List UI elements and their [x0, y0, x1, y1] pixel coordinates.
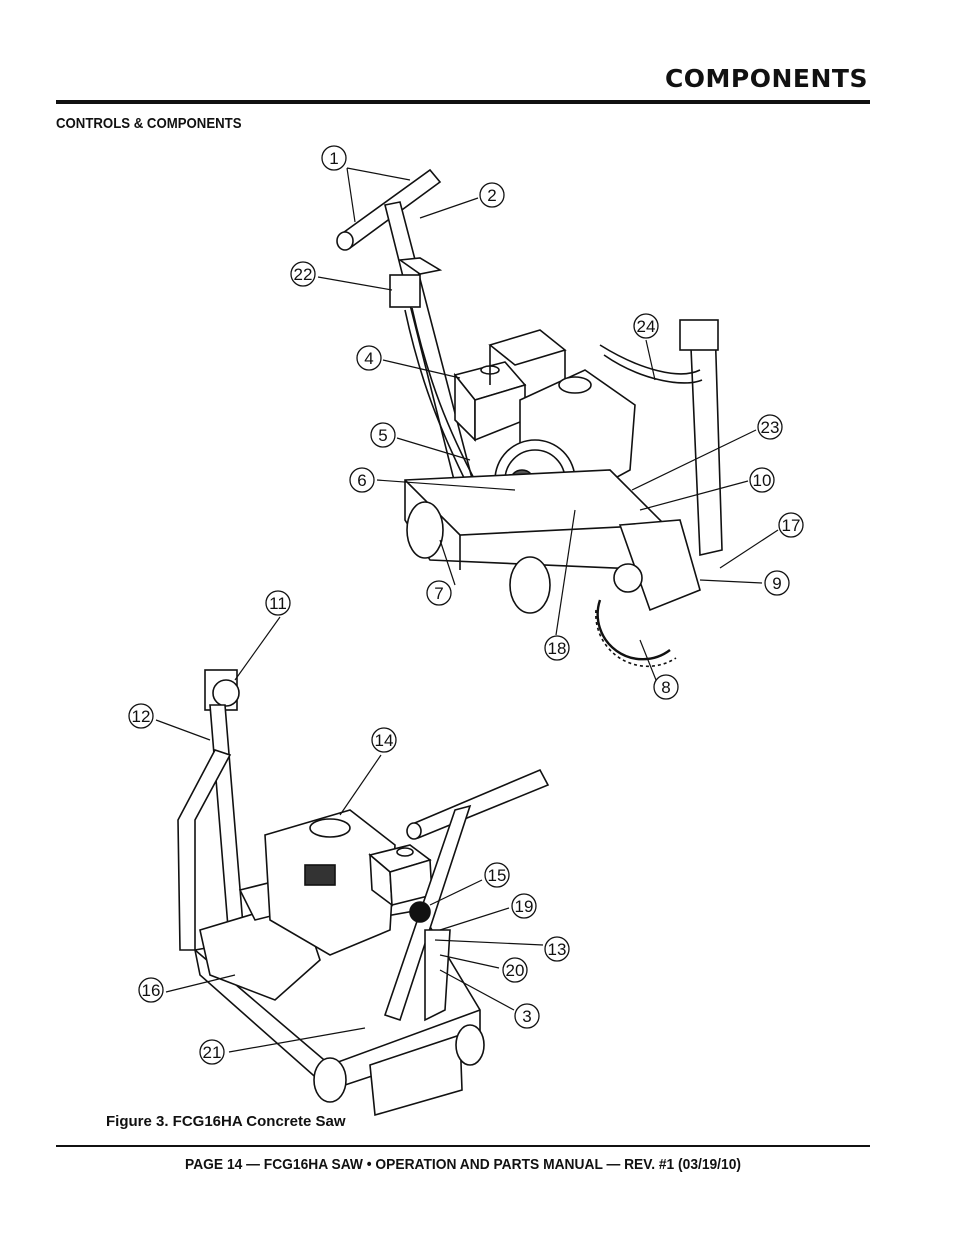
page-header-title: COMPONENTS	[664, 64, 868, 93]
callout-number: 14	[375, 731, 394, 750]
callout-22: 22	[290, 261, 316, 287]
callout-number: 4	[364, 349, 373, 368]
callout-number: 24	[637, 317, 656, 336]
header-divider	[56, 100, 870, 104]
callout-number: 5	[378, 426, 387, 445]
leader-lines	[155, 167, 779, 1053]
callout-21: 21	[199, 1039, 225, 1065]
callout-number: 9	[772, 574, 781, 593]
lower-saw-drawing	[177, 669, 550, 1117]
callout-number: 10	[753, 471, 772, 490]
callout-7: 7	[426, 580, 452, 606]
footer-divider	[56, 1145, 870, 1147]
callout-number: 19	[515, 897, 534, 916]
callout-number: 22	[294, 265, 313, 284]
callout-number: 20	[506, 961, 525, 980]
callout-number: 13	[548, 940, 567, 959]
callout-number: 6	[357, 471, 366, 490]
callout-8: 8	[653, 674, 679, 700]
callout-18: 18	[544, 635, 570, 661]
callout-17: 17	[778, 512, 804, 538]
callout-15: 15	[484, 862, 510, 888]
callout-13: 13	[544, 936, 570, 962]
callout-number: 12	[132, 707, 151, 726]
page-footer: PAGE 14 — FCG16HA SAW • OPERATION AND PA…	[185, 1156, 741, 1173]
callout-10: 10	[749, 467, 775, 493]
callout-3: 3	[514, 1003, 540, 1029]
callout-number: 23	[761, 418, 780, 437]
callout-6: 6	[349, 467, 375, 493]
callout-number: 16	[142, 981, 161, 1000]
callout-19: 19	[511, 893, 537, 919]
callout-2: 2	[479, 182, 505, 208]
callout-20: 20	[502, 957, 528, 983]
callout-number: 15	[488, 866, 507, 885]
callout-11: 11	[265, 590, 291, 616]
section-title: CONTROLS & COMPONENTS	[56, 115, 242, 132]
callout-24: 24	[633, 313, 659, 339]
callout-4: 4	[356, 345, 382, 371]
callout-12: 12	[128, 703, 154, 729]
callout-number: 1	[329, 149, 338, 168]
figure-caption: Figure 3. FCG16HA Concrete Saw	[106, 1113, 346, 1130]
callout-23: 23	[757, 414, 783, 440]
callout-number: 2	[487, 186, 496, 205]
callout-number: 7	[434, 584, 443, 603]
callout-number: 17	[782, 516, 801, 535]
callout-number: 18	[548, 639, 567, 658]
callout-number: 11	[269, 594, 287, 613]
callout-number: 3	[522, 1007, 531, 1026]
callout-14: 14	[371, 727, 397, 753]
callout-5: 5	[370, 422, 396, 448]
callout-9: 9	[764, 570, 790, 596]
callout-number: 21	[203, 1043, 222, 1062]
upper-saw-drawing	[336, 168, 723, 668]
callout-number: 8	[661, 678, 670, 697]
callout-1: 1	[321, 145, 347, 171]
callout-16: 16	[138, 977, 164, 1003]
